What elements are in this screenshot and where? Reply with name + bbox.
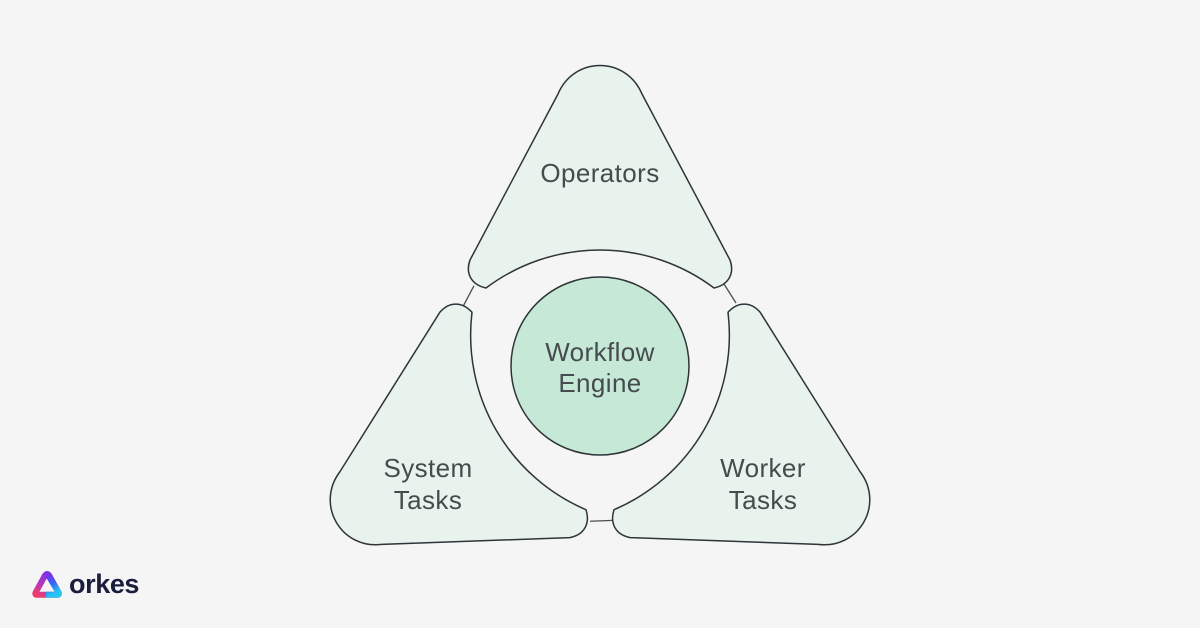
system-tasks-label-line2: Tasks [394,485,462,515]
orkes-logo-icon [32,571,62,598]
connector-top-left [456,285,481,307]
worker-tasks-label-line1: Worker [720,453,806,483]
operators-label: Operators [540,158,659,188]
workflow-engine-label-line1: Workflow [545,337,655,367]
connector-top-right [723,283,737,304]
connector-bottom [589,510,614,532]
orkes-logo: orkes [31,569,139,600]
workflow-engine-label-line2: Engine [558,368,641,398]
workflow-engine-circle [510,276,690,456]
worker-tasks-label-line2: Tasks [729,485,797,515]
logo-triangle-right-segment [45,573,62,598]
orkes-logo-text: orkes [69,569,140,599]
system-tasks-label-line1: System [383,453,472,483]
